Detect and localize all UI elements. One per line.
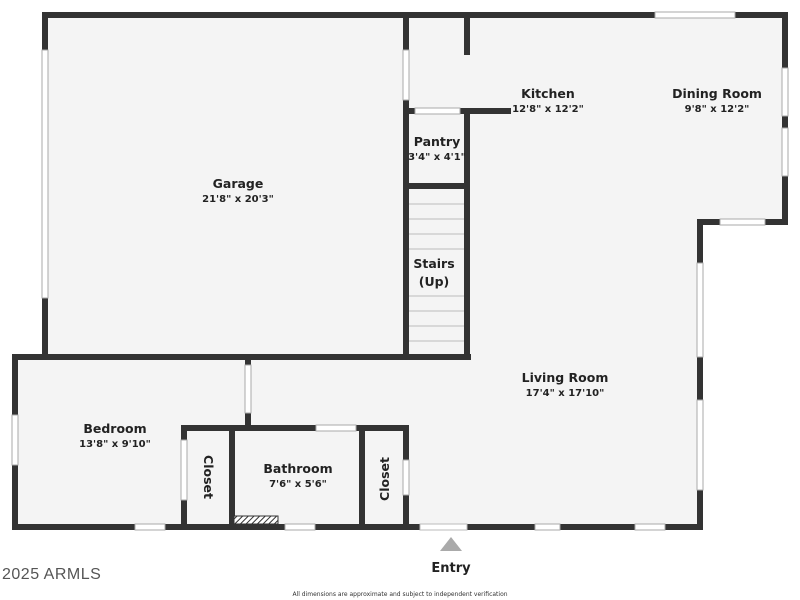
stairs-label: Stairs <box>413 256 454 271</box>
copyright-watermark: 2025 ARMLS <box>2 566 101 583</box>
stairs-note: (Up) <box>419 274 450 289</box>
kitchen-label: Kitchen <box>521 86 575 101</box>
hatched-fixture <box>233 515 279 525</box>
closet-left-label: Closet <box>201 455 216 499</box>
dining-room-label: Dining Room <box>672 86 762 101</box>
closet-right-label: Closet <box>377 457 392 501</box>
bathroom-label: Bathroom <box>263 461 332 476</box>
living-room-dims: 17'4" x 17'10" <box>526 388 605 399</box>
kitchen-dims: 12'8" x 12'2" <box>512 104 584 115</box>
entry-door <box>419 523 468 531</box>
windows <box>11 11 789 531</box>
garage-dims: 21'8" x 20'3" <box>202 194 274 205</box>
bedroom-label: Bedroom <box>83 421 146 436</box>
entry-label: Entry <box>431 561 471 576</box>
pantry-label: Pantry <box>414 134 460 149</box>
pantry-dims: 3'4" x 4'1" <box>408 152 466 163</box>
garage-label: Garage <box>213 176 264 191</box>
dining-room-dims: 9'8" x 12'2" <box>685 104 750 115</box>
bedroom-dims: 13'8" x 9'10" <box>79 439 151 450</box>
floor <box>15 15 785 527</box>
bathroom-dims: 7'6" x 5'6" <box>269 479 327 490</box>
living-room-label: Living Room <box>522 370 609 385</box>
disclaimer: All dimensions are approximate and subje… <box>292 591 507 598</box>
stair-treads <box>409 203 464 342</box>
entry-arrow-icon <box>440 537 462 551</box>
